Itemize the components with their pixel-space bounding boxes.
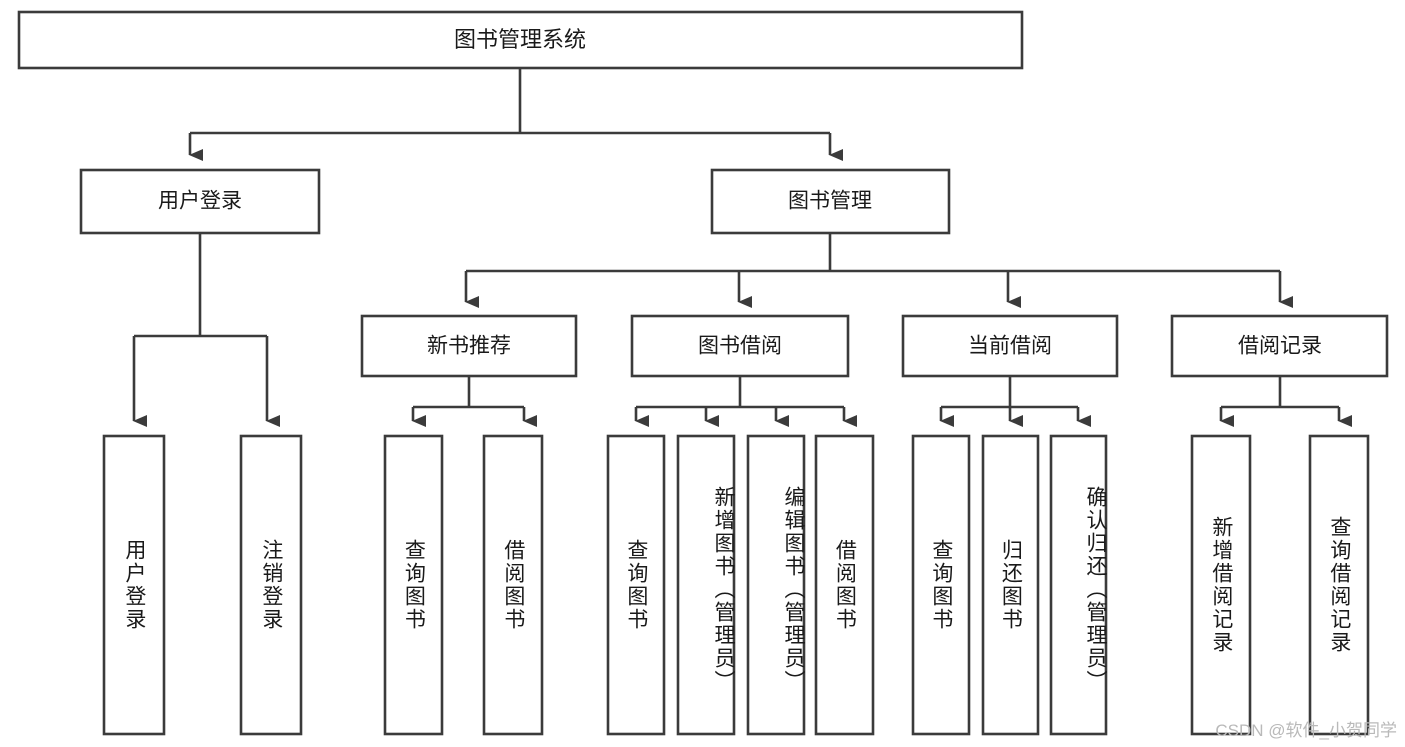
node-leaf-query-book-3[interactable] [911, 434, 971, 736]
node-leaf-borrow-book-2[interactable] [814, 434, 875, 736]
node-current-borrow-label: 当前借阅 [968, 335, 1052, 358]
node-leaf-add-record[interactable] [1190, 434, 1252, 736]
node-leaf-return-book[interactable] [981, 434, 1040, 736]
node-leaf-query-book-2[interactable] [606, 434, 666, 736]
node-leaf-user-login[interactable] [102, 434, 166, 736]
node-user-login[interactable] [79, 168, 321, 235]
node-leaf-borrow-book-1[interactable] [482, 434, 544, 736]
node-book-borrow[interactable] [630, 314, 850, 378]
node-book-manage[interactable] [710, 168, 951, 235]
node-user-login-label: 用户登录 [158, 190, 242, 213]
node-borrow-record[interactable] [1170, 314, 1389, 378]
node-new-book-rec[interactable] [360, 314, 578, 378]
node-borrow-record-label: 借阅记录 [1238, 335, 1322, 358]
node-current-borrow[interactable] [901, 314, 1119, 378]
node-new-book-rec-label: 新书推荐 [427, 335, 511, 358]
node-root[interactable] [17, 10, 1024, 70]
node-leaf-add-book[interactable] [676, 434, 736, 736]
node-root-label: 图书管理系统 [454, 27, 586, 52]
csdn-watermark: CSDN @软件_小贺同学 [1215, 721, 1397, 740]
node-book-borrow-label: 图书借阅 [698, 335, 782, 358]
node-leaf-query-book-1[interactable] [383, 434, 444, 736]
node-leaf-edit-book[interactable] [746, 434, 806, 736]
node-leaf-confirm-return[interactable] [1049, 434, 1108, 736]
node-book-manage-label: 图书管理 [788, 190, 872, 213]
node-leaf-user-logout[interactable] [239, 434, 303, 736]
node-leaf-query-record[interactable] [1308, 434, 1370, 736]
